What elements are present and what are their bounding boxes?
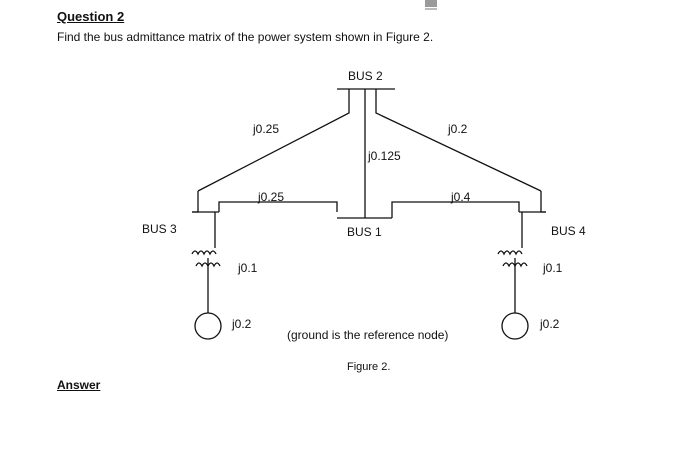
bus-3-label: BUS 3	[142, 222, 177, 236]
impedance-bus2-bus4: j0.2	[447, 122, 468, 136]
answer-label: Answer	[57, 378, 101, 392]
gen3-coil-top	[191, 250, 217, 256]
bus-3-tap-upper	[192, 191, 199, 213]
ground-note: (ground is the reference node)	[287, 328, 448, 342]
gen3-reactance: j0.1	[237, 261, 258, 275]
gen4-source-icon	[501, 312, 529, 340]
gen3-source-icon	[194, 312, 222, 340]
impedance-bus3-bus1: j0.25	[257, 190, 284, 204]
gen3-source: j0.2	[231, 317, 252, 331]
question-title: Question 2	[57, 9, 125, 24]
bus-2-label: BUS 2	[348, 69, 383, 83]
gen4-coil-top	[497, 250, 523, 256]
gen4-reactance: j0.1	[542, 261, 563, 275]
impedance-bus2-bus1: j0.125	[367, 149, 401, 163]
gen4-source: j0.2	[539, 317, 560, 331]
impedance-bus3-bus2: j0.25	[252, 122, 279, 136]
top-scroll-mark	[425, 0, 437, 7]
line-bus3-bus1	[218, 201, 338, 212]
question-text: Find the bus admittance matrix of the po…	[57, 30, 434, 44]
impedance-bus1-bus4: j0.4	[450, 190, 471, 204]
figure-caption: Figure 2.	[347, 361, 390, 373]
bus-1-label: BUS 1	[347, 225, 382, 239]
bus-4-tap-upper	[540, 191, 546, 213]
bus-4-label: BUS 4	[551, 224, 586, 238]
line-bus2-bus4	[375, 89, 542, 192]
line-bus1-bus4	[391, 201, 520, 218]
line-bus3-bus2	[197, 89, 350, 192]
top-scroll-mark-lower	[425, 8, 437, 10]
